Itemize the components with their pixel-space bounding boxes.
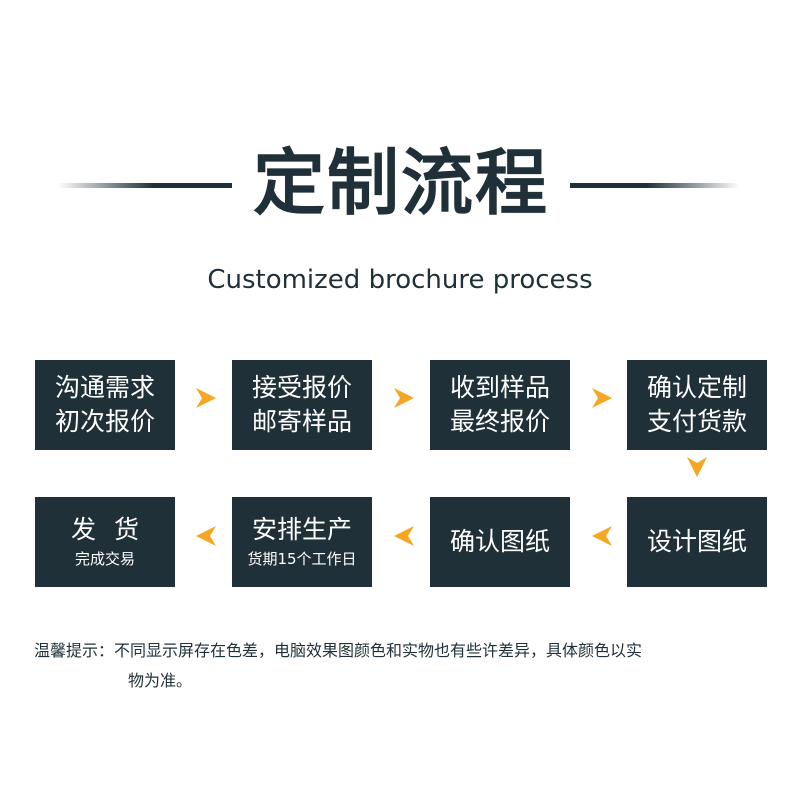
title-line-left xyxy=(58,183,232,188)
step-sublabel: 初次报价 xyxy=(54,407,155,436)
step-sublabel: 完成交易 xyxy=(74,550,135,568)
step-accept-quote: 接受报价 邮寄样品 xyxy=(232,360,372,450)
arrow-right-icon xyxy=(392,386,416,410)
tip-note-line2: 物为准。 xyxy=(128,671,193,690)
step-label: 确认定制 xyxy=(646,373,747,402)
step-label: 沟通需求 xyxy=(54,373,155,402)
step-communicate-requirements: 沟通需求 初次报价 xyxy=(35,360,175,450)
step-label: 安排生产 xyxy=(251,515,352,544)
step-sublabel: 最终报价 xyxy=(449,407,550,436)
page-subtitle: Customized brochure process xyxy=(207,265,593,295)
tip-note-line1: 温馨提示：不同显示屏存在色差，电脑效果图颜色和实物也有些许差异，具体颜色以实 xyxy=(34,641,643,660)
page-title: 定制流程 xyxy=(252,141,549,225)
arrow-left-icon xyxy=(590,524,614,548)
arrow-left-icon xyxy=(194,524,218,548)
tip-note: 温馨提示：不同显示屏存在色差，电脑效果图颜色和实物也有些许差异，具体颜色以实 物… xyxy=(34,636,774,696)
step-confirm-drawing: 确认图纸 xyxy=(430,497,570,587)
step-shipping spaced: 发货 完成交易 xyxy=(35,497,175,587)
step-receive-sample: 收到样品 最终报价 xyxy=(430,360,570,450)
step-label: 收到样品 xyxy=(449,373,550,402)
step-sublabel: 邮寄样品 xyxy=(251,407,352,436)
arrow-right-icon xyxy=(590,386,614,410)
title-line-right xyxy=(570,183,740,188)
step-design-drawing: 设计图纸 xyxy=(627,497,767,587)
step-label: 确认图纸 xyxy=(449,527,550,556)
step-sublabel: 货期15个工作日 xyxy=(247,550,357,568)
step-production: 安排生产 货期15个工作日 xyxy=(232,497,372,587)
step-confirm-order: 确认定制 支付货款 xyxy=(627,360,767,450)
step-sublabel: 支付货款 xyxy=(646,407,747,436)
arrow-left-icon xyxy=(392,524,416,548)
step-label: 接受报价 xyxy=(251,373,352,402)
step-label: 发货 xyxy=(70,515,157,544)
arrow-down-icon xyxy=(685,455,709,479)
step-label: 设计图纸 xyxy=(646,527,747,556)
arrow-right-icon xyxy=(194,386,218,410)
